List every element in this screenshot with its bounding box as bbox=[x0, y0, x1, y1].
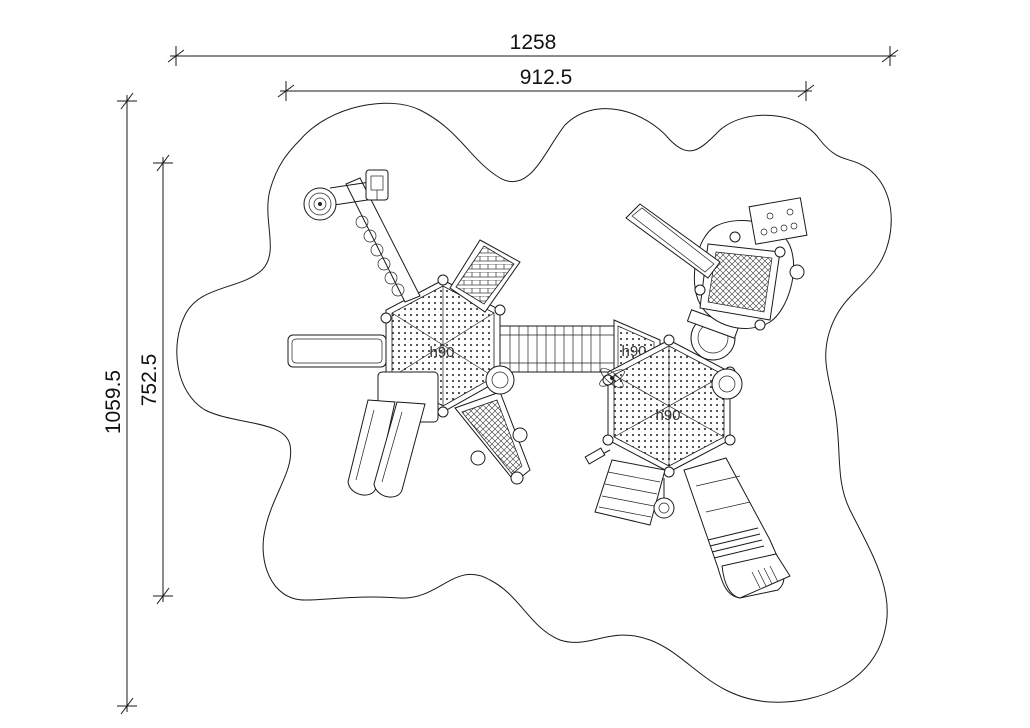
right-hex-platform: h90 bbox=[602, 334, 736, 478]
flower-panel-icon bbox=[653, 478, 675, 519]
upper-climbing-ladder bbox=[449, 239, 521, 313]
side-panel-disc bbox=[711, 368, 743, 400]
right-stairs bbox=[584, 447, 666, 526]
dimension-structure-height: 752.5 bbox=[138, 154, 173, 605]
tunnel-connector bbox=[686, 309, 740, 361]
double-wave-slide bbox=[347, 371, 439, 498]
steering-panel bbox=[365, 169, 389, 201]
spinner-disc bbox=[303, 187, 337, 221]
tube-slide bbox=[683, 457, 791, 599]
structure-height-label: 752.5 bbox=[138, 354, 161, 407]
propeller-panel bbox=[599, 367, 625, 389]
right-tower-height-label: h90 bbox=[655, 407, 680, 424]
dimension-overall-height: 1059.5 bbox=[102, 92, 137, 715]
overall-width-label: 1258 bbox=[510, 31, 557, 54]
overall-height-label: 1059.5 bbox=[102, 370, 125, 434]
upper-right-platform bbox=[693, 219, 805, 331]
left-straight-slide bbox=[287, 334, 387, 368]
structure-width-label: 912.5 bbox=[520, 66, 573, 89]
tube-slide-ribs bbox=[707, 527, 765, 559]
safety-zone-outline bbox=[176, 102, 892, 703]
rope-bridge bbox=[485, 325, 615, 395]
counting-panel bbox=[748, 197, 808, 245]
left-stair-ramp bbox=[454, 391, 531, 485]
dimension-structure-width: 912.5 bbox=[277, 66, 815, 101]
left-tower-height-label: h90 bbox=[429, 344, 454, 361]
upper-right-slide bbox=[625, 203, 721, 279]
dimension-overall-width: 1258 bbox=[167, 31, 899, 66]
